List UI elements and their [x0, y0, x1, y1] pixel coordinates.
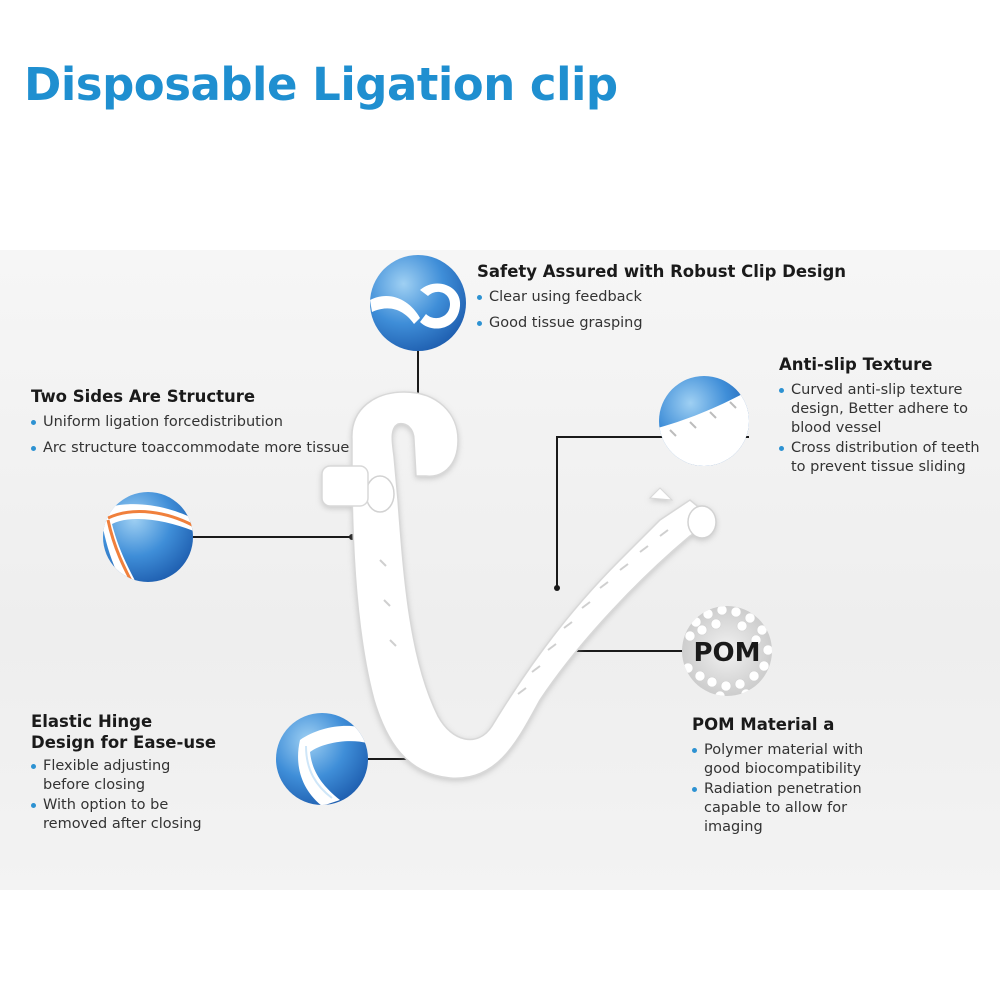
feature-bullet: Flexible adjusting before closing [31, 757, 221, 795]
feature-elastic-hinge: Elastic Hinge Design for Ease-use Flexib… [31, 711, 221, 835]
feature-bullet: Clear using feedback [477, 288, 897, 307]
texture-detail-circle [659, 376, 749, 466]
feature-heading: Two Sides Are Structure [31, 387, 256, 406]
feature-bullet: Arc structure toaccommodate more tissue [31, 439, 361, 458]
feature-bullet: Curved anti-slip texture design, Better … [779, 381, 984, 438]
feature-bullet: Polymer material with good biocompatibil… [692, 741, 882, 779]
page-title: Disposable Ligation clip [24, 58, 618, 111]
feature-two-sides: Two Sides Are Structure Uniform ligation… [31, 387, 361, 465]
feature-anti-slip: Anti-slip Texture Curved anti-slip textu… [779, 355, 984, 478]
structure-detail-circle [103, 492, 193, 582]
feature-bullet: Radiation penetration capable to allow f… [692, 780, 882, 837]
feature-pom-material: POM Material a Polymer material with goo… [692, 715, 882, 838]
feature-heading: POM Material a [692, 715, 835, 734]
ligation-clip [321, 391, 717, 779]
pom-material-circle: POM [682, 606, 772, 696]
hinge-detail-circle [276, 713, 368, 805]
hook-detail-circle [370, 255, 466, 351]
feature-bullet: With option to be removed after closing [31, 796, 221, 834]
feature-bullet: Good tissue grasping [477, 314, 897, 333]
feature-bullet: Cross distribution of teeth to prevent t… [779, 439, 984, 477]
feature-heading: Safety Assured with Robust Clip Design [477, 262, 847, 281]
feature-bullet: Uniform ligation forcedistribution [31, 413, 361, 432]
feature-safety: Safety Assured with Robust Clip Design C… [477, 262, 897, 340]
feature-heading: Elastic Hinge Design for Ease-use [31, 712, 217, 752]
feature-heading: Anti-slip Texture [779, 355, 933, 374]
pom-badge-text: POM [693, 638, 760, 668]
